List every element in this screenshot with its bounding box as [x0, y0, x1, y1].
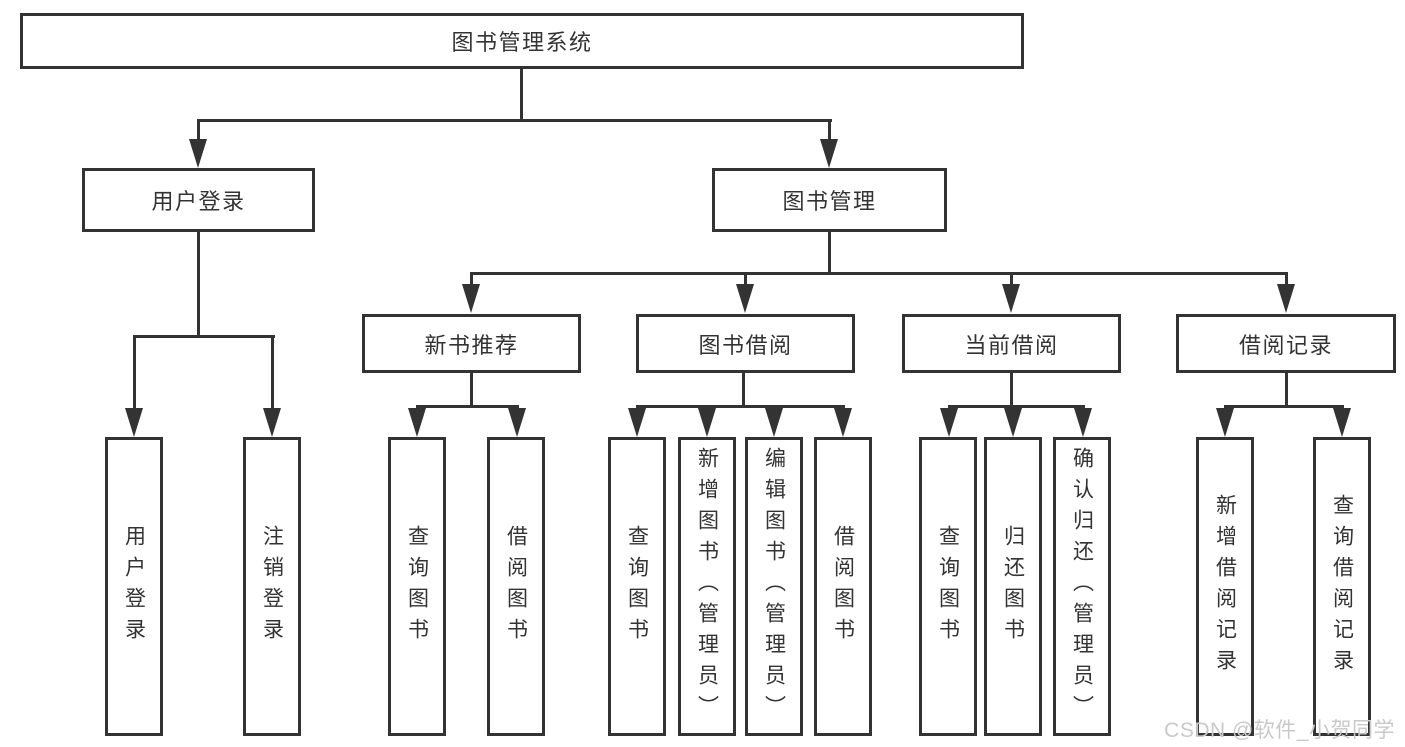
arrow-down-icon	[263, 408, 281, 437]
connector-line	[197, 119, 832, 122]
leaf-confirm-return-admin-label: 确认归还（管理员）	[1070, 447, 1094, 726]
leaf-borrow-books: 借阅图书	[814, 437, 872, 736]
leaf-borrow-books-label: 借阅图书	[831, 524, 855, 649]
node-user-login: 用户登录	[82, 168, 315, 232]
leaf-edit-book-admin: 编辑图书（管理员）	[745, 437, 803, 736]
leaf-query-books-recommend-label: 查询图书	[405, 524, 429, 649]
arrow-down-icon	[1216, 408, 1234, 437]
node-library-system: 图书管理系统	[20, 13, 1024, 69]
leaf-return-books-label: 归还图书	[1001, 524, 1025, 649]
arrow-down-icon	[1004, 408, 1022, 437]
arrow-down-icon	[628, 408, 646, 437]
leaf-query-borrow-record-label: 查询借阅记录	[1330, 493, 1354, 680]
connector-line	[470, 272, 1288, 275]
connector-line	[197, 119, 200, 144]
leaf-user-login: 用户登录	[105, 437, 163, 736]
node-borrow-records-label: 借阅记录	[1238, 332, 1333, 358]
connector-line	[1285, 272, 1288, 286]
connector-line	[133, 335, 275, 338]
arrow-down-icon	[508, 408, 526, 437]
csdn-watermark: CSDN @软件_小贺同学	[1164, 719, 1395, 742]
connector-line	[1224, 405, 1344, 408]
node-borrow-records: 借阅记录	[1176, 314, 1396, 373]
arrow-down-icon	[1074, 408, 1092, 437]
node-book-borrowing-label: 图书借阅	[698, 332, 793, 358]
arrow-down-icon	[820, 139, 838, 168]
connector-line	[271, 335, 274, 410]
leaf-confirm-return-admin: 确认归还（管理员）	[1053, 437, 1111, 736]
node-new-book-recommend: 新书推荐	[362, 314, 581, 373]
connector-line	[470, 373, 473, 407]
arrow-down-icon	[1277, 284, 1295, 313]
arrow-down-icon	[1002, 284, 1020, 313]
connector-line	[520, 69, 523, 120]
node-library-system-label: 图书管理系统	[451, 30, 593, 55]
connector-line	[197, 232, 200, 337]
connector-line	[636, 405, 845, 408]
leaf-query-books-borrow: 查询图书	[608, 437, 666, 736]
leaf-logout: 注销登录	[243, 437, 301, 736]
leaf-query-books-current-label: 查询图书	[936, 524, 960, 649]
arrow-down-icon	[462, 284, 480, 313]
node-current-borrowing: 当前借阅	[902, 314, 1121, 373]
leaf-query-books-current: 查询图书	[919, 437, 977, 736]
leaf-return-books: 归还图书	[984, 437, 1042, 736]
arrow-down-icon	[1333, 408, 1351, 437]
connector-line	[948, 405, 1085, 408]
node-current-borrowing-label: 当前借阅	[964, 332, 1059, 358]
connector-line	[1285, 373, 1288, 407]
node-user-login-label: 用户登录	[151, 189, 246, 214]
arrow-down-icon	[189, 139, 207, 168]
leaf-add-book-admin-label: 新增图书（管理员）	[695, 447, 719, 726]
arrow-down-icon	[736, 284, 754, 313]
leaf-query-books-recommend: 查询图书	[388, 437, 446, 736]
connector-line	[744, 272, 747, 286]
node-book-borrowing: 图书借阅	[636, 314, 855, 373]
node-book-management: 图书管理	[712, 168, 947, 232]
connector-line	[1010, 272, 1013, 286]
connector-line	[416, 405, 519, 408]
leaf-edit-book-admin-label: 编辑图书（管理员）	[762, 447, 786, 726]
leaf-query-borrow-record: 查询借阅记录	[1313, 437, 1371, 736]
leaf-logout-label: 注销登录	[260, 524, 284, 649]
connector-line	[828, 232, 831, 274]
connector-line	[133, 335, 136, 410]
connector-line	[470, 272, 473, 286]
arrow-down-icon	[940, 408, 958, 437]
arrow-down-icon	[834, 408, 852, 437]
leaf-query-books-borrow-label: 查询图书	[625, 524, 649, 649]
leaf-add-book-admin: 新增图书（管理员）	[678, 437, 736, 736]
leaf-user-login-label: 用户登录	[122, 524, 146, 649]
arrow-down-icon	[698, 408, 716, 437]
leaf-borrow-books-recommend: 借阅图书	[487, 437, 545, 736]
arrow-down-icon	[125, 408, 143, 437]
node-book-management-label: 图书管理	[782, 189, 877, 214]
connector-line	[1010, 373, 1013, 407]
leaf-add-borrow-record-label: 新增借阅记录	[1213, 493, 1237, 680]
connector-line	[742, 373, 745, 407]
leaf-add-borrow-record: 新增借阅记录	[1196, 437, 1254, 736]
arrow-down-icon	[765, 408, 783, 437]
leaf-borrow-books-recommend-label: 借阅图书	[504, 524, 528, 649]
arrow-down-icon	[408, 408, 426, 437]
node-new-book-recommend-label: 新书推荐	[424, 332, 519, 358]
connector-line	[828, 119, 831, 144]
